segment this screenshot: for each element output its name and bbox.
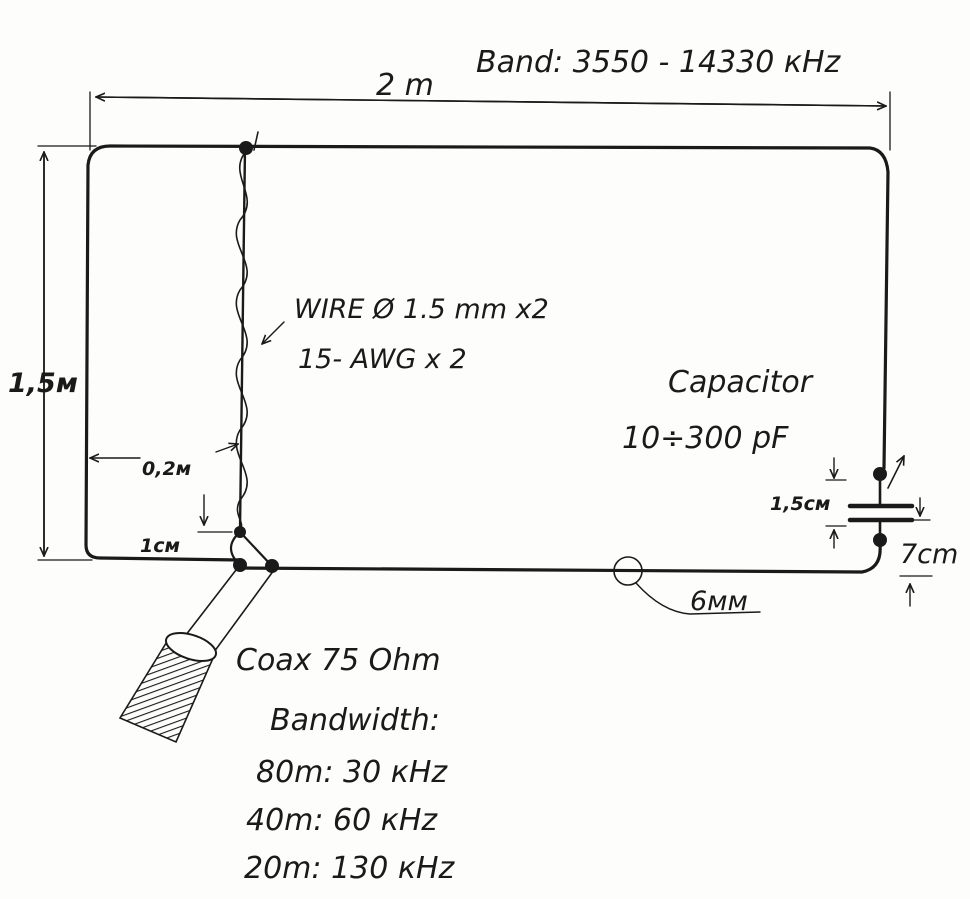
variable-arrow [887, 456, 904, 489]
band-label: Band: 3550 - 14330 кHz [476, 45, 842, 80]
wire-tick [253, 131, 259, 151]
gap-label: 1см [140, 535, 180, 557]
wire-label-2: 15- AWG x 2 [298, 344, 467, 375]
wire-leader [262, 321, 285, 344]
cap-length-label: 7cm [900, 539, 958, 570]
matching-wire [238, 146, 247, 532]
twisted-wire [235, 149, 249, 531]
top-node [239, 141, 253, 155]
bandwidth-title: Bandwidth: [270, 703, 440, 738]
coax-end [164, 632, 218, 662]
tube-label: 6мм [690, 586, 748, 617]
bandwidth-40m: 40m: 60 кHz [246, 803, 438, 838]
width-dim-arrow-back [96, 97, 887, 107]
bandwidth-80m: 80m: 30 кHz [256, 755, 448, 790]
tube-circle [613, 556, 643, 586]
capacitor-node-bottom [873, 533, 887, 547]
width-label: 2 m [376, 68, 434, 103]
capacitor-title: Capacitor [668, 365, 814, 400]
coax-lead-right [213, 569, 275, 653]
wire-label-1: WIRE Ø 1.5 mm x2 [294, 294, 549, 325]
cap-spacing-label: 1,5см [770, 493, 830, 515]
coax-lead-left [181, 569, 237, 641]
coax-label: Coax 75 Ohm [236, 643, 441, 678]
main-loop [84, 144, 890, 574]
tube-leader [635, 582, 761, 615]
bandwidth-20m: 20m: 130 кHz [244, 851, 456, 886]
capacitor-range: 10÷300 pF [622, 421, 789, 456]
offset-label: 0,2м [142, 458, 191, 480]
feed-triangle [229, 530, 274, 568]
offset-arrow-right [215, 444, 238, 453]
height-label: 1,5м [8, 368, 78, 399]
